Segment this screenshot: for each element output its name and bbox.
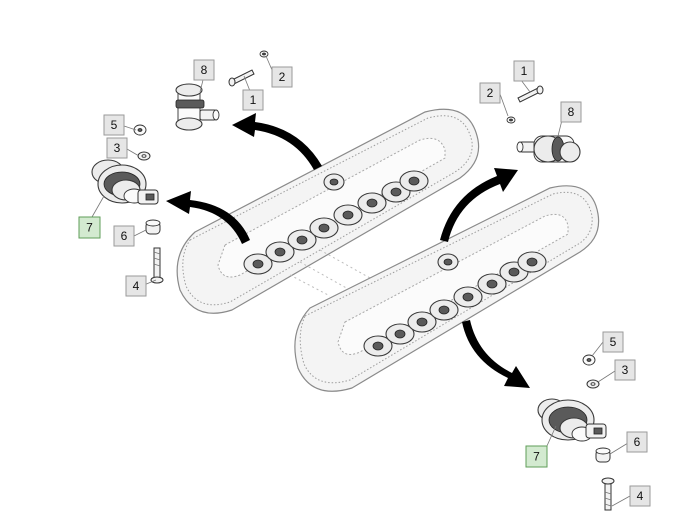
leader-lines — [91, 55, 631, 507]
arrow-right-track-roller — [462, 320, 530, 388]
callout-6-right: 6 — [626, 431, 648, 453]
left-track-lugs — [182, 115, 473, 306]
callout-label: 8 — [568, 105, 575, 119]
callout-label: 2 — [487, 86, 494, 100]
callout-label: 3 — [114, 141, 121, 155]
left-track-rollers — [243, 170, 429, 275]
callout-5-left: 5 — [103, 114, 125, 136]
right-bolt-1 — [517, 85, 544, 103]
arrow-left-track-roller — [166, 191, 250, 244]
right-track-rollers — [363, 251, 547, 357]
callout-label: 5 — [111, 118, 118, 132]
callout-label: 3 — [622, 363, 629, 377]
right-spacer-6 — [595, 447, 611, 463]
arrow-right-carrier-roller — [440, 168, 518, 242]
callout-2-left: 2 — [271, 66, 293, 88]
right-track-assembly — [294, 185, 600, 392]
right-nut-2 — [506, 116, 516, 124]
right-track-lugs — [299, 191, 593, 384]
callout-3-right: 3 — [614, 359, 636, 381]
callout-7-right: 7 — [525, 445, 548, 468]
callout-label: 7 — [86, 221, 93, 235]
left-track-assembly — [176, 108, 480, 314]
callout-label: 4 — [637, 489, 644, 503]
callout-label: 7 — [533, 450, 540, 464]
callout-label: 4 — [133, 279, 140, 293]
callout-label: 6 — [634, 435, 641, 449]
right-bolt-4 — [601, 477, 615, 511]
callout-label: 1 — [250, 93, 257, 107]
callout-3-left: 3 — [106, 137, 128, 159]
left-washer-3 — [137, 151, 151, 161]
callout-8-right: 8 — [560, 101, 582, 123]
callout-5-right: 5 — [602, 331, 624, 353]
left-bolt-1 — [228, 69, 255, 87]
callout-8-left: 8 — [193, 59, 215, 81]
callout-2-right: 2 — [479, 82, 501, 104]
left-spacer-6 — [145, 219, 161, 235]
left-track-roller — [91, 159, 159, 205]
right-track-frame — [337, 213, 569, 355]
callout-label: 8 — [201, 63, 208, 77]
callout-7-left: 7 — [78, 216, 101, 239]
right-nut-5 — [582, 354, 596, 366]
direction-arrows — [166, 113, 530, 388]
left-carrier-roller — [175, 83, 220, 131]
right-washer-3 — [586, 379, 600, 389]
right-carrier-roller — [516, 135, 581, 163]
callout-label: 5 — [610, 335, 617, 349]
right-track-roller — [537, 398, 607, 442]
left-bolt-4 — [150, 247, 164, 284]
callout-label: 1 — [521, 64, 528, 78]
callout-4-right: 4 — [629, 485, 651, 507]
callout-label: 6 — [121, 229, 128, 243]
left-nut-2 — [259, 50, 269, 58]
callout-1-left: 1 — [242, 89, 264, 111]
left-nut-5 — [133, 124, 147, 136]
callout-6-left: 6 — [113, 225, 135, 247]
callout-4-left: 4 — [125, 275, 147, 297]
callout-1-right: 1 — [513, 60, 535, 82]
callout-label: 2 — [279, 70, 286, 84]
arrow-left-carrier-roller — [232, 113, 322, 170]
